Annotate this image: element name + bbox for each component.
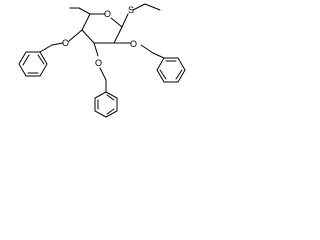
- bond-ch2-ring-left: [39, 44, 53, 53]
- aromatic-bond-right-3: [159, 69, 167, 80]
- bond-c1-s: [121, 13, 129, 28]
- bond-c4-o: [68, 29, 83, 42]
- aromatic-bond-right-2: [175, 69, 183, 80]
- aromatic-bond-left-3: [37, 54, 45, 65]
- bond-s-ch2: [132, 3, 146, 11]
- aromatic-bond-left-1: [22, 54, 30, 66]
- bond-c4-c5: [81, 13, 91, 31]
- bond-o5-c1: [110, 17, 123, 28]
- phenyl-ring-right: [156, 57, 186, 83]
- atom-oxygen-c3: O: [95, 58, 102, 68]
- bond-o-ch2-right: [140, 44, 154, 54]
- phenyl-ring-bottom: [94, 91, 118, 118]
- aromatic-bond-bottom-1: [106, 94, 115, 101]
- bond-o-ch2-bottom: [99, 67, 107, 81]
- bond-o-ch2-left: [51, 42, 64, 46]
- benzyloxy-left: [18, 29, 83, 77]
- atom-oxygen-c2: O: [130, 39, 137, 49]
- bond-c1-c2: [113, 26, 123, 44]
- ethylthio-group: [121, 3, 161, 28]
- atom-oxygen-c4: O: [62, 38, 69, 48]
- bond-ch2-ch3: [144, 3, 161, 11]
- bond-ch2-ring-right: [152, 52, 165, 59]
- bond-c5-methyl: [78, 7, 91, 15]
- bond-c3-o: [93, 42, 99, 57]
- benzyloxy-right: [113, 42, 186, 83]
- aromatic-bond-bottom-2: [106, 108, 115, 115]
- benzyloxy-bottom: [93, 42, 118, 118]
- chemical-structure: O S O O O: [0, 0, 197, 130]
- atom-ring-oxygen: O: [104, 9, 111, 19]
- atom-sulfur: S: [128, 5, 134, 15]
- pyranose-ring: [81, 13, 123, 44]
- bond-c3-c4: [81, 29, 95, 44]
- phenyl-ring-left: [18, 51, 48, 77]
